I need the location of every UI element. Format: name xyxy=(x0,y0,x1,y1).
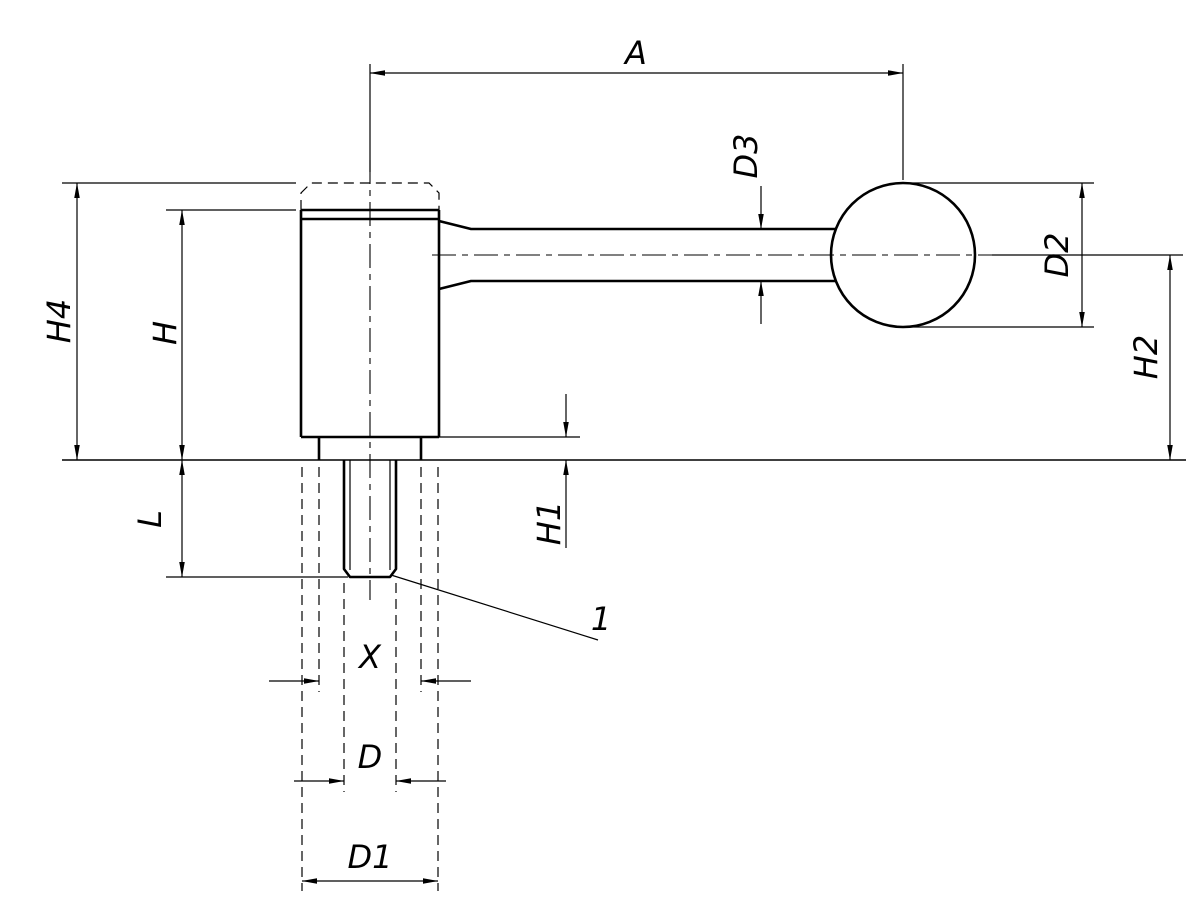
collar xyxy=(317,437,423,460)
dim-label-h: H xyxy=(146,321,184,345)
dim-label-h1: H1 xyxy=(530,501,568,545)
hub-diameter-extension-lines xyxy=(301,467,439,891)
dim-label-d3: D3 xyxy=(727,134,765,179)
dimension-h: H xyxy=(146,209,296,461)
part-view xyxy=(62,160,1186,600)
dimension-d1: D1 xyxy=(301,838,439,884)
dimension-d: D xyxy=(294,738,446,784)
thread-root-lines xyxy=(349,460,391,570)
handle-arm xyxy=(438,219,836,291)
dim-label-h2: H2 xyxy=(1127,335,1165,379)
dim-label-h4: H4 xyxy=(40,299,78,343)
dim-label-l: L xyxy=(131,510,169,528)
threaded-stud xyxy=(342,460,398,579)
callout-1: 1 xyxy=(390,574,611,641)
raised-position-dashed-outline xyxy=(300,182,440,210)
dimension-h2: H2 xyxy=(992,254,1183,461)
dim-label-d1: D1 xyxy=(348,838,393,876)
bottom-extension-lines xyxy=(301,467,439,891)
dimension-x: X xyxy=(269,638,471,684)
dim-d2-extension-lines xyxy=(908,182,1094,328)
dimension-h4: H4 xyxy=(40,182,296,461)
dim-label-d: D xyxy=(358,738,383,776)
dimension-h1: H1 xyxy=(423,394,580,548)
dim-label-x: X xyxy=(357,638,382,676)
dimension-l: L xyxy=(131,459,348,578)
dimension-d3: D3 xyxy=(727,134,777,324)
dimension-a: A xyxy=(369,34,904,180)
thread-diameter-extension-lines xyxy=(343,583,397,792)
collar-diameter-extension-lines xyxy=(318,467,422,692)
dim-a-extension-lines xyxy=(369,64,904,180)
dim-label-a: A xyxy=(623,34,647,72)
callout-1-label: 1 xyxy=(591,600,611,638)
callout-1-leader-line xyxy=(390,574,599,641)
